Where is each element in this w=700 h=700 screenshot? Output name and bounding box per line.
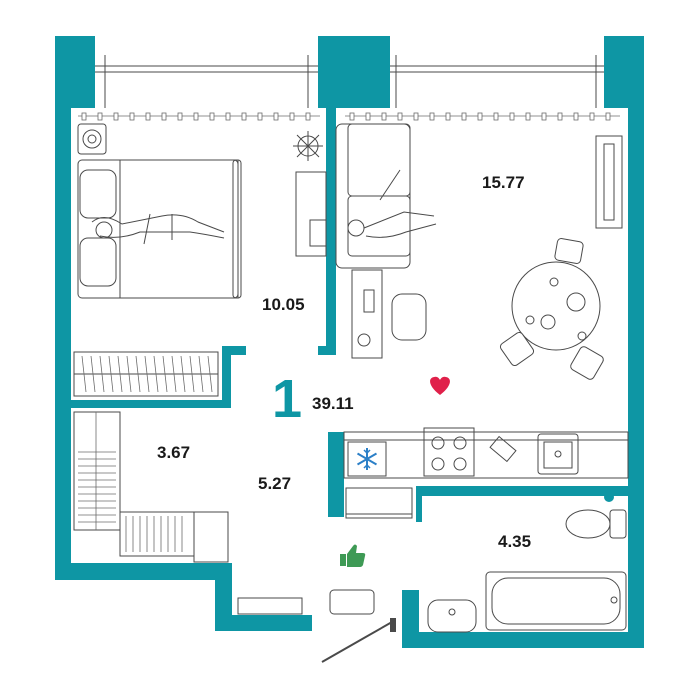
wardrobe-hangers	[81, 355, 213, 393]
bathroom-furniture	[427, 492, 627, 633]
favorite-heart-icon[interactable]	[430, 376, 450, 395]
total-area: 39.11	[312, 394, 354, 413]
kitchen-counter	[343, 427, 629, 479]
room-area-bathroom: 4.35	[498, 532, 532, 551]
snowflake-icon	[356, 448, 378, 470]
curtain-rail-ticks	[81, 112, 611, 121]
thumbs-up-icon[interactable]	[340, 544, 366, 568]
bedroom-furniture	[73, 123, 327, 397]
living-furniture	[335, 123, 623, 380]
room-count: 1	[272, 369, 303, 429]
room-area-hallway: 5.27	[258, 474, 292, 493]
room-area-living-kitchen: 15.77	[482, 173, 525, 192]
closet-hangers	[78, 451, 183, 552]
room-area-wardrobe: 3.67	[157, 443, 191, 462]
room-area-bedroom: 10.05	[262, 295, 305, 314]
walls	[55, 36, 644, 648]
plant	[293, 131, 323, 161]
hall-furniture	[237, 589, 375, 615]
entrance-door	[321, 618, 396, 663]
windows	[78, 55, 620, 117]
hall-shelf	[345, 487, 413, 519]
